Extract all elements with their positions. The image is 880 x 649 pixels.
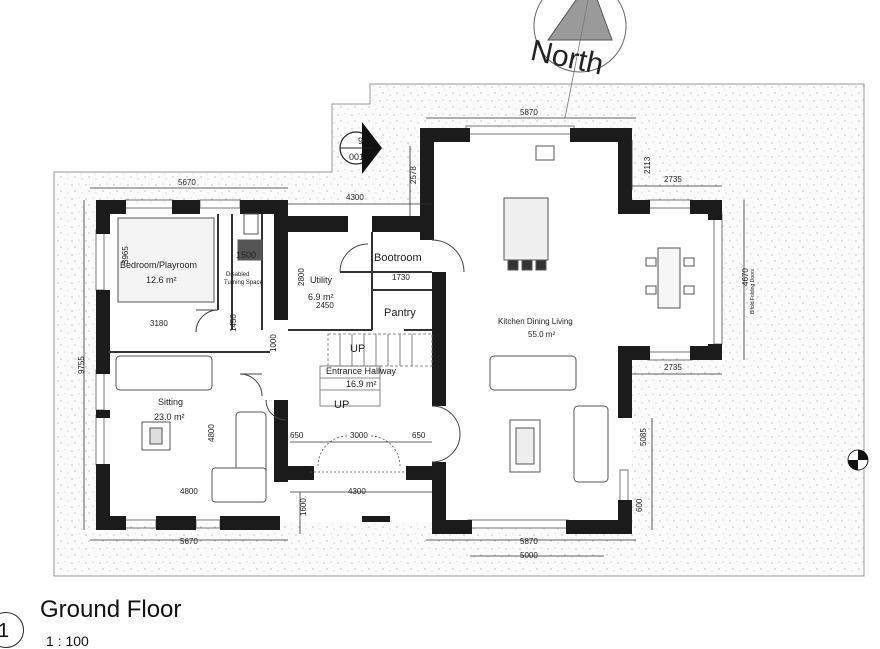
doors: [195, 239, 465, 463]
svg-text:Bifold Folding Doors: Bifold Folding Doors: [750, 268, 756, 314]
partitions: [108, 214, 432, 353]
sitting-name: Sitting: [158, 397, 183, 407]
utility-area: 6.9 m²: [308, 292, 334, 302]
pantry-name: Pantry: [384, 307, 416, 319]
svg-text:9: 9: [358, 136, 363, 146]
sitting-area: 23.0 m²: [154, 412, 185, 422]
svg-text:001: 001: [349, 152, 364, 162]
kitchen-name: Kitchen Dining Living: [498, 317, 573, 326]
walls: [96, 128, 722, 534]
hallway-area: 16.9 m²: [346, 379, 377, 389]
svg-text:1450: 1450: [229, 314, 238, 332]
svg-text:4670: 4670: [741, 268, 750, 286]
staircase: [319, 333, 433, 407]
level-marker: [847, 449, 869, 471]
stair-up-1: UP: [350, 343, 365, 355]
svg-text:4300: 4300: [348, 487, 366, 496]
svg-text:2578: 2578: [409, 166, 418, 184]
svg-text:2735: 2735: [664, 363, 682, 372]
svg-text:5000: 5000: [520, 551, 538, 560]
dimension-labels: 5870 5670 4300 2578 2113 2735 2735 4670 …: [77, 108, 756, 560]
stair-up-2: UP: [334, 399, 349, 411]
svg-text:1600: 1600: [299, 498, 308, 516]
svg-text:1000: 1000: [269, 334, 278, 352]
svg-text:4800: 4800: [207, 424, 216, 442]
svg-text:5870: 5870: [520, 537, 538, 546]
svg-text:5670: 5670: [180, 537, 198, 546]
turning-line2: Turning Space: [224, 280, 263, 286]
furniture: [115, 145, 695, 503]
turning-size: 1500: [236, 250, 256, 260]
svg-text:4300: 4300: [346, 193, 364, 202]
bootroom-name: Bootroom: [374, 252, 422, 264]
view-number: 1: [0, 620, 10, 642]
svg-text:5085: 5085: [639, 428, 648, 446]
utility-name: Utility: [310, 275, 332, 285]
turning-line1: Disabled: [226, 272, 249, 278]
svg-text:650: 650: [412, 431, 426, 440]
bedroom-name: Bedroom/Playroom: [120, 260, 197, 270]
svg-text:5670: 5670: [178, 178, 196, 187]
svg-text:2800: 2800: [297, 268, 306, 286]
svg-text:9755: 9755: [77, 356, 86, 374]
north-arrow: North: [528, 0, 627, 119]
section-marker: 9 001: [339, 122, 382, 174]
svg-text:3000: 3000: [350, 431, 368, 440]
svg-text:2113: 2113: [643, 156, 652, 174]
svg-text:600: 600: [635, 498, 644, 512]
dimension-lines: [83, 117, 745, 557]
svg-text:650: 650: [290, 431, 304, 440]
svg-text:5870: 5870: [520, 108, 538, 117]
room-labels: Bedroom/Playroom 12.6 m² Utility 6.9 m² …: [120, 250, 573, 422]
svg-text:2450: 2450: [316, 301, 334, 310]
svg-text:4800: 4800: [180, 487, 198, 496]
drawing-scale: 1 : 100: [46, 633, 89, 649]
svg-text:1730: 1730: [392, 273, 410, 282]
kitchen-area: 55.0 m²: [528, 330, 555, 339]
svg-text:3180: 3180: [150, 319, 168, 328]
drawing-title: Ground Floor: [40, 596, 182, 623]
bedroom-area: 12.6 m²: [146, 275, 177, 285]
svg-text:3965: 3965: [121, 246, 130, 264]
svg-text:2735: 2735: [664, 175, 682, 184]
hallway-name: Entrance Hallway: [326, 366, 397, 376]
entrance-doors: [310, 435, 406, 473]
